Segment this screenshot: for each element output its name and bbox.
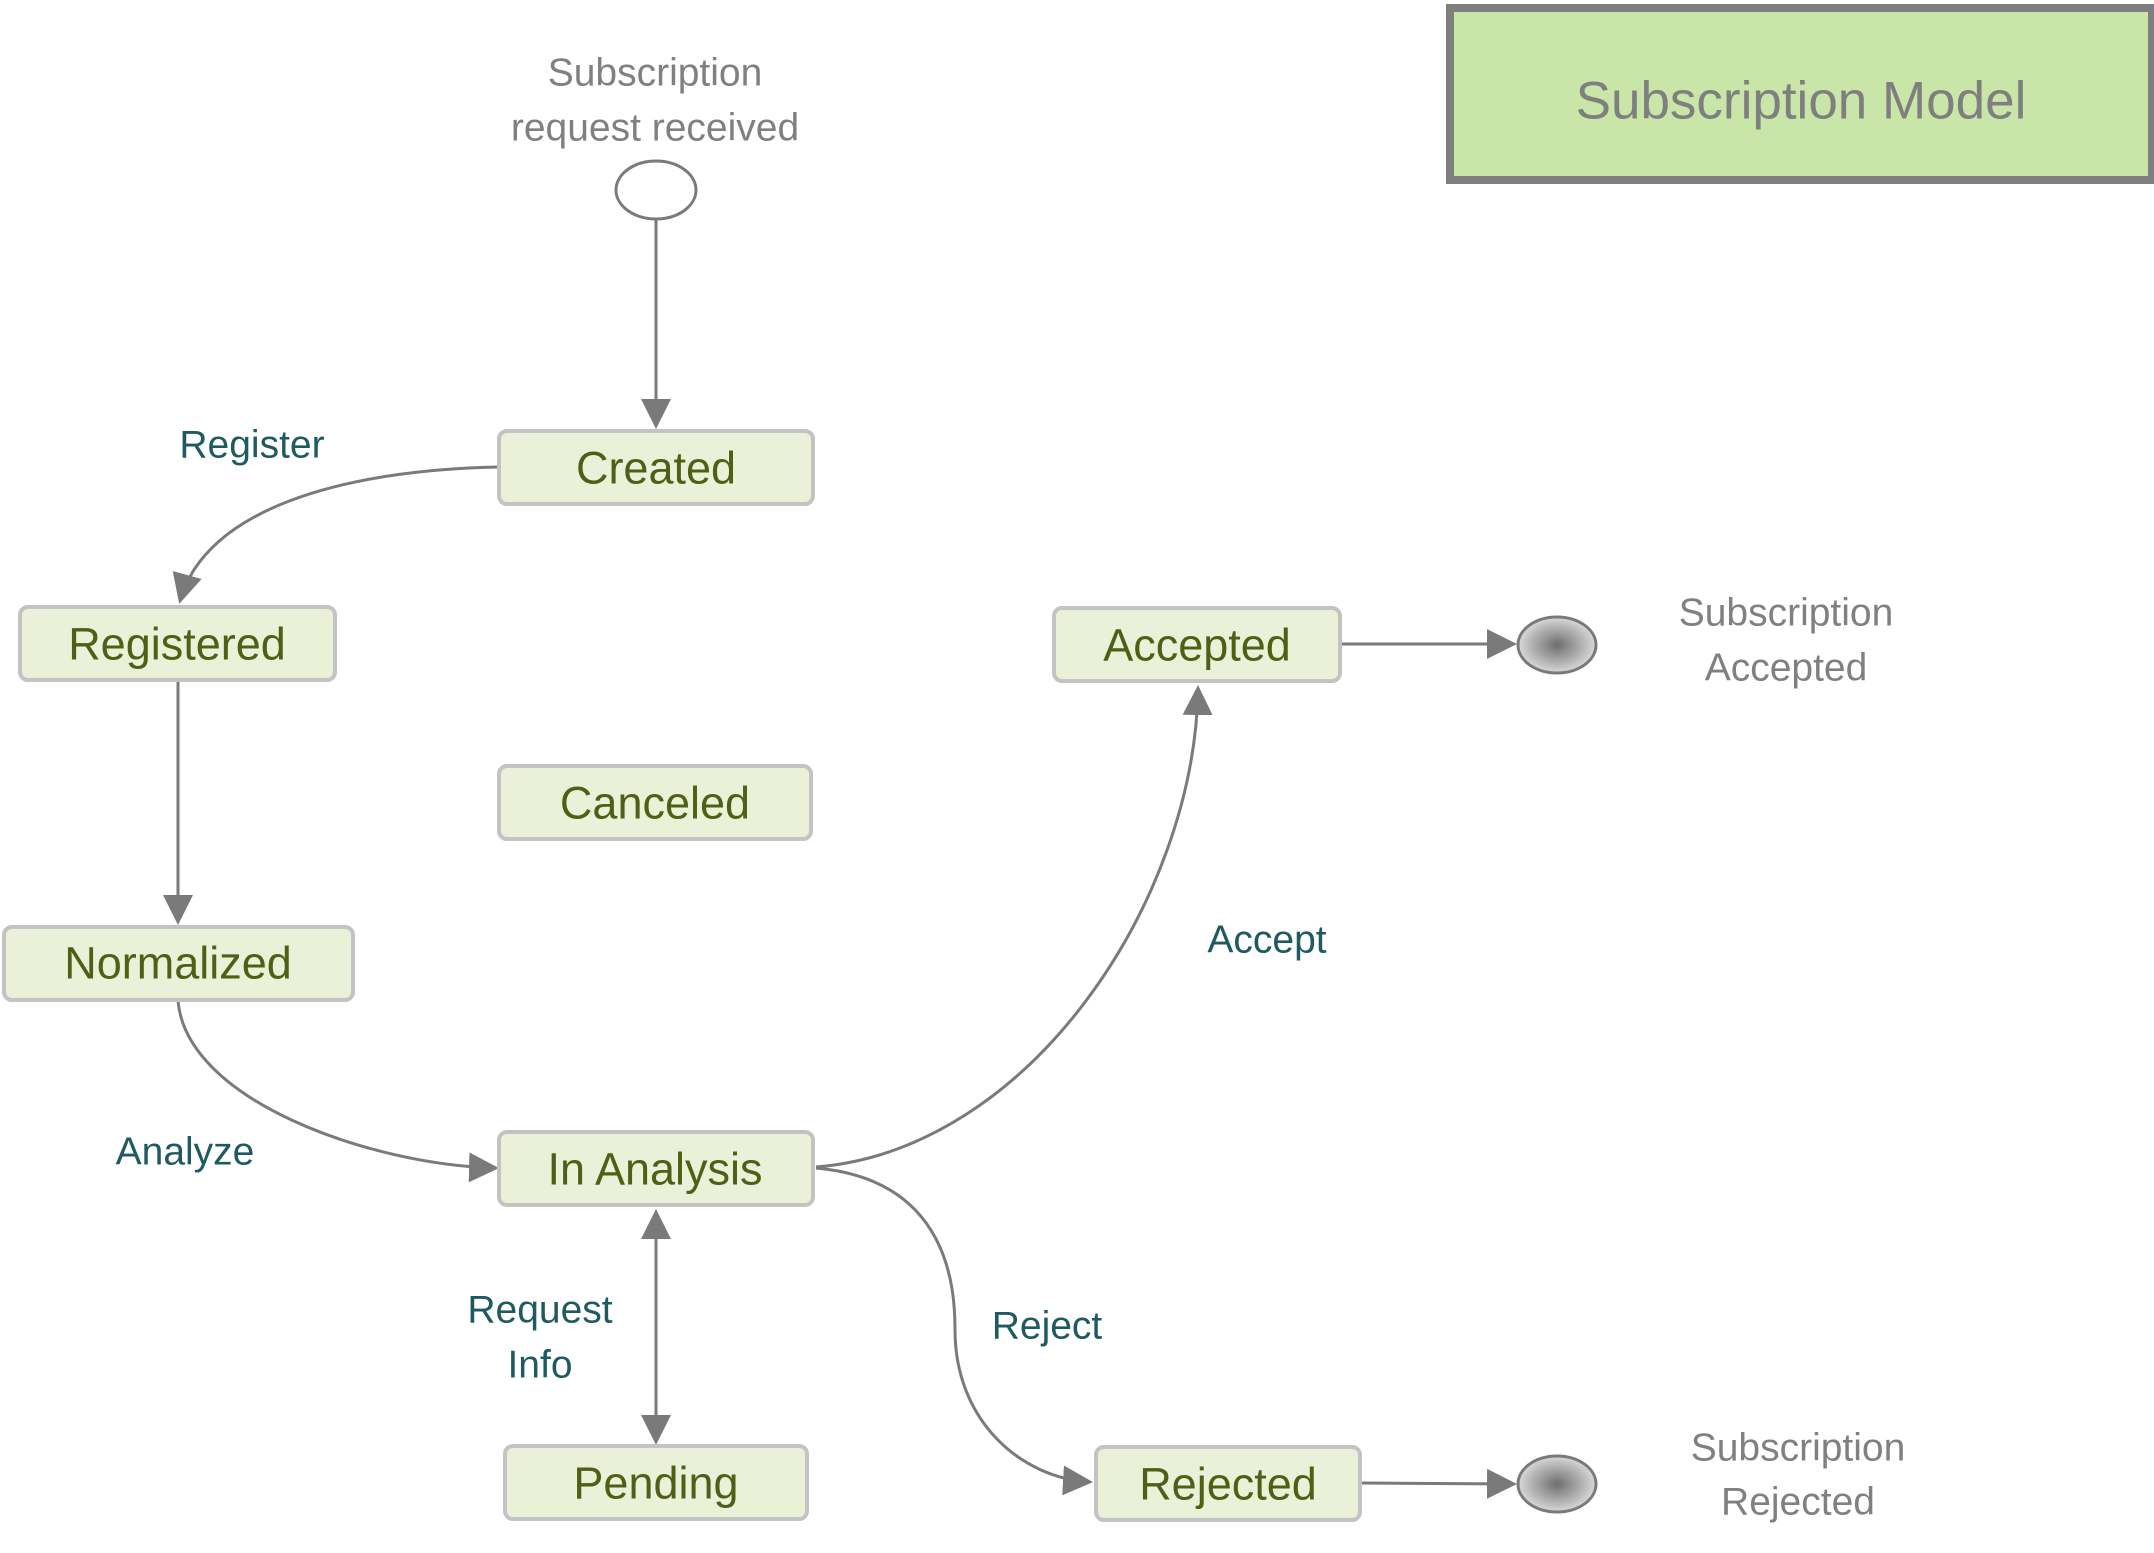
state-registered-label: Registered bbox=[68, 619, 286, 670]
state-normalized-label: Normalized bbox=[64, 938, 292, 989]
diagram-title: Subscription Model bbox=[1576, 72, 2027, 131]
state-rejected-label: Rejected bbox=[1139, 1459, 1317, 1510]
state-registered: Registered bbox=[18, 605, 337, 682]
initial-state-icon bbox=[614, 159, 698, 221]
state-accepted-label: Accepted bbox=[1103, 620, 1291, 671]
state-canceled: Canceled bbox=[497, 764, 813, 841]
edge-reject bbox=[815, 1166, 1093, 1496]
edge-label-request-info-line2: Info bbox=[507, 1344, 572, 1387]
edge-register bbox=[172, 465, 500, 604]
final-state-accepted-icon bbox=[1516, 615, 1598, 675]
state-in-analysis: In Analysis bbox=[497, 1130, 815, 1207]
state-normalized: Normalized bbox=[2, 925, 355, 1002]
edge-analyze bbox=[176, 999, 499, 1183]
state-accepted: Accepted bbox=[1052, 606, 1342, 683]
state-canceled-label: Canceled bbox=[560, 778, 750, 829]
state-created-label: Created bbox=[576, 443, 736, 494]
edge-label-request-info-line1: Request bbox=[467, 1289, 612, 1332]
title-box: Subscription Model bbox=[1446, 4, 2154, 184]
state-pending: Pending bbox=[503, 1444, 809, 1521]
edge-accept bbox=[815, 685, 1213, 1169]
state-in-analysis-label: In Analysis bbox=[547, 1144, 762, 1195]
state-created: Created bbox=[497, 429, 815, 506]
accepted-note-line2: Accepted bbox=[1705, 647, 1868, 690]
edge-label-reject: Reject bbox=[992, 1305, 1103, 1348]
state-rejected: Rejected bbox=[1094, 1445, 1362, 1522]
edge-label-register: Register bbox=[179, 424, 324, 467]
start-note-line1: Subscription bbox=[548, 52, 763, 95]
final-state-rejected-icon bbox=[1516, 1454, 1598, 1514]
accepted-note-line1: Subscription bbox=[1679, 592, 1894, 635]
rejected-note-line2: Rejected bbox=[1721, 1481, 1875, 1524]
state-pending-label: Pending bbox=[573, 1458, 738, 1509]
edge-label-accept: Accept bbox=[1207, 919, 1326, 962]
start-note-line2: request received bbox=[511, 107, 799, 150]
edge-rejected-to-final bbox=[1359, 1468, 1517, 1499]
rejected-note-line1: Subscription bbox=[1691, 1427, 1906, 1470]
edge-label-analyze: Analyze bbox=[116, 1131, 255, 1174]
